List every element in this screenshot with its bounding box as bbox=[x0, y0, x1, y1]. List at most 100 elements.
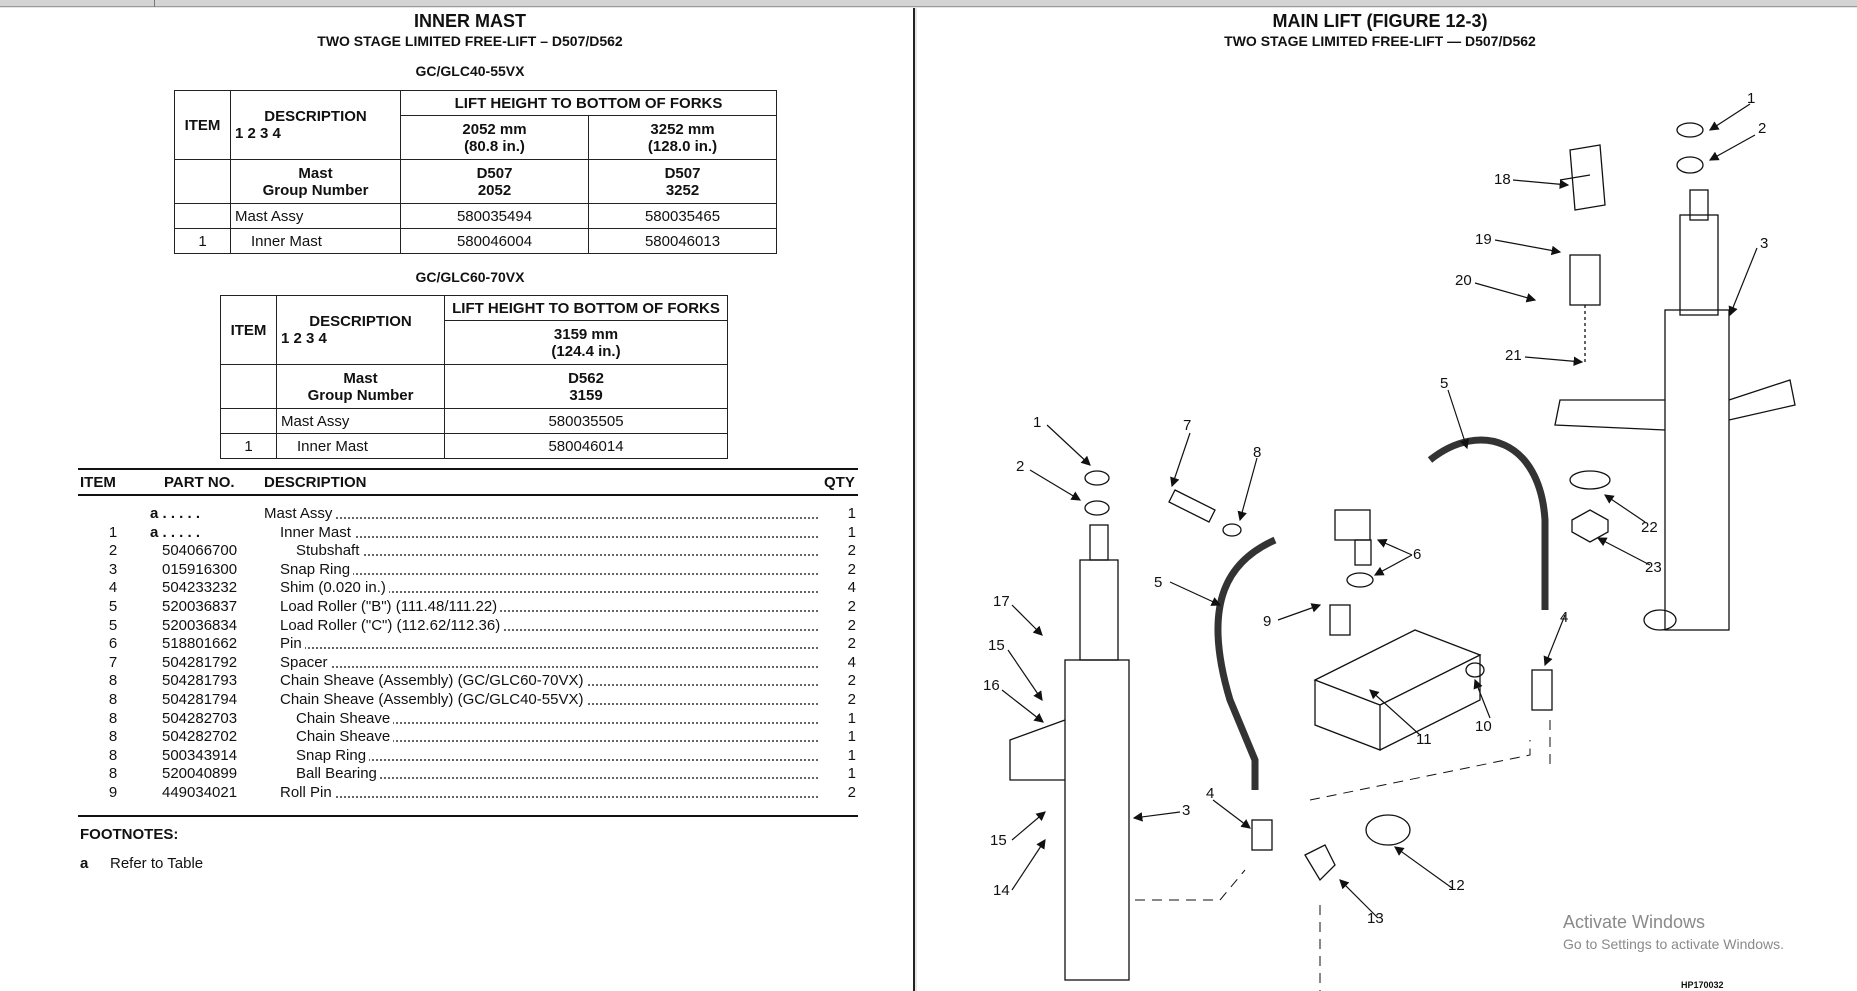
parts-part-no: 449034021 bbox=[162, 784, 238, 801]
parts-description: Pin bbox=[280, 635, 305, 653]
parts-header-qty: QTY bbox=[824, 474, 855, 491]
parts-header-item: ITEM bbox=[80, 474, 116, 491]
parts-header-part-no: PART NO. bbox=[164, 474, 235, 491]
parts-item: 7 bbox=[108, 653, 118, 671]
viewer-toolbar-strip bbox=[0, 0, 1857, 7]
parts-qty: 1 bbox=[847, 505, 856, 522]
table-item-header: ITEM bbox=[220, 295, 277, 365]
parts-item: 4 bbox=[108, 579, 118, 597]
parts-part-no: 504281792 bbox=[162, 653, 238, 671]
leader-dots bbox=[280, 579, 818, 594]
parts-item: 8 bbox=[108, 672, 118, 690]
callout-20: 20 bbox=[1455, 272, 1472, 289]
parts-description: Spacer bbox=[280, 653, 331, 671]
lift-height-table-60-70: ITEM DESCRIPTION 1 2 3 4 LIFT HEIGHT TO … bbox=[220, 295, 728, 459]
parts-part-no: 504066700 bbox=[162, 542, 238, 560]
leader-dots bbox=[264, 505, 818, 519]
callout-9: 9 bbox=[1263, 613, 1271, 630]
parts-row: 6 518801662 Pin 2 bbox=[78, 635, 858, 654]
parts-part-no: 520040899 bbox=[162, 765, 238, 783]
callout-23: 23 bbox=[1645, 559, 1662, 576]
parts-description: Chain Sheave (Assembly) (GC/GLC60-70VX) bbox=[280, 672, 587, 690]
parts-qty: 2 bbox=[847, 616, 856, 634]
cylinder-rod-right bbox=[1679, 214, 1719, 316]
table-cell: 580035465 bbox=[588, 203, 777, 229]
leader-dots bbox=[280, 598, 818, 612]
callout-2: 2 bbox=[1016, 458, 1024, 475]
parts-part-no: 504281794 bbox=[162, 691, 238, 708]
leader-dots bbox=[296, 542, 818, 557]
callout-1: 1 bbox=[1747, 90, 1755, 107]
parts-part-no: 504233232 bbox=[162, 579, 238, 597]
parts-description: Roll Pin bbox=[280, 784, 335, 801]
lift-height-header: LIFT HEIGHT TO BOTTOM OF FORKS bbox=[400, 90, 777, 116]
parts-part-no: 518801662 bbox=[162, 635, 238, 653]
parts-qty: 1 bbox=[847, 523, 856, 541]
footnotes-title: FOOTNOTES: bbox=[80, 826, 179, 843]
callout-10: 10 bbox=[1475, 718, 1492, 735]
callout-labels: 1 2 3 18 19 20 21 5 22 23 4 1 2 7 8 6 5 … bbox=[983, 90, 1768, 927]
callout-6: 6 bbox=[1413, 546, 1421, 563]
parts-qty: 1 bbox=[847, 728, 856, 746]
table-cell: 1 bbox=[220, 433, 277, 459]
parts-description: Chain Sheave bbox=[296, 709, 394, 727]
parts-part-no: 504282702 bbox=[162, 728, 238, 746]
lift-col1: 2052 mm(80.8 in.) bbox=[400, 115, 589, 160]
lift-col2: 3252 mm(128.0 in.) bbox=[588, 115, 777, 160]
callout-5: 5 bbox=[1154, 574, 1162, 591]
callout-13: 13 bbox=[1367, 910, 1384, 927]
callout-1: 1 bbox=[1033, 414, 1041, 431]
parts-description: Load Roller ("C") (112.62/112.36) bbox=[280, 616, 504, 634]
table-desc-header: DESCRIPTION 1 2 3 4 bbox=[276, 295, 445, 365]
parts-qty: 2 bbox=[847, 672, 856, 690]
parts-part-no: 015916300 bbox=[162, 560, 238, 578]
page-title: INNER MAST bbox=[414, 11, 526, 31]
table-cell: 580046014 bbox=[444, 433, 728, 459]
parts-qty: 2 bbox=[847, 784, 856, 801]
callout-17: 17 bbox=[993, 593, 1010, 610]
leader-dots bbox=[280, 654, 818, 668]
parts-qty: 1 bbox=[847, 746, 856, 764]
parts-description: Load Roller ("B") (111.48/111.22) bbox=[280, 598, 501, 615]
parts-item: 6 bbox=[108, 635, 118, 653]
parts-description: Stubshaft bbox=[296, 542, 363, 560]
parts-item: 8 bbox=[108, 728, 118, 746]
table2-model-label: GC/GLC60-70VX bbox=[415, 269, 525, 285]
page-subtitle: TWO STAGE LIMITED FREE-LIFT – D507/D562 bbox=[317, 33, 623, 49]
callout-22: 22 bbox=[1641, 519, 1658, 536]
leader-dots bbox=[296, 728, 818, 743]
parts-description: Chain Sheave (Assembly) (GC/GLC40-55VX) bbox=[280, 691, 587, 708]
callout-16: 16 bbox=[983, 677, 1000, 694]
leader-dots bbox=[296, 710, 818, 724]
parts-description: Shim (0.020 in.) bbox=[280, 579, 389, 597]
parts-item: 2 bbox=[108, 542, 118, 560]
parts-part-no: 520036837 bbox=[162, 598, 238, 615]
parts-qty: 2 bbox=[847, 598, 856, 615]
leader-dots bbox=[280, 635, 818, 650]
leader-dots bbox=[296, 747, 818, 761]
table1-model-label: GC/GLC40-55VX bbox=[415, 63, 525, 79]
callout-4: 4 bbox=[1560, 609, 1568, 626]
parts-qty: 2 bbox=[847, 635, 856, 653]
parts-item: 3 bbox=[108, 560, 118, 578]
leader-dots bbox=[280, 617, 818, 631]
table-cell: Mast Assy bbox=[230, 203, 401, 229]
table-cell: Inner Mast bbox=[230, 228, 401, 254]
callout-15: 15 bbox=[988, 637, 1005, 654]
callout-21: 21 bbox=[1505, 347, 1522, 364]
parts-description: Ball Bearing bbox=[296, 765, 380, 783]
parts-part-no: 520036834 bbox=[162, 616, 238, 634]
parts-description: Mast Assy bbox=[264, 505, 336, 522]
figure-subtitle: TWO STAGE LIMITED FREE-LIFT — D507/D562 bbox=[1224, 33, 1536, 49]
parts-header-description: DESCRIPTION bbox=[264, 474, 367, 491]
leader-dots bbox=[280, 784, 818, 798]
